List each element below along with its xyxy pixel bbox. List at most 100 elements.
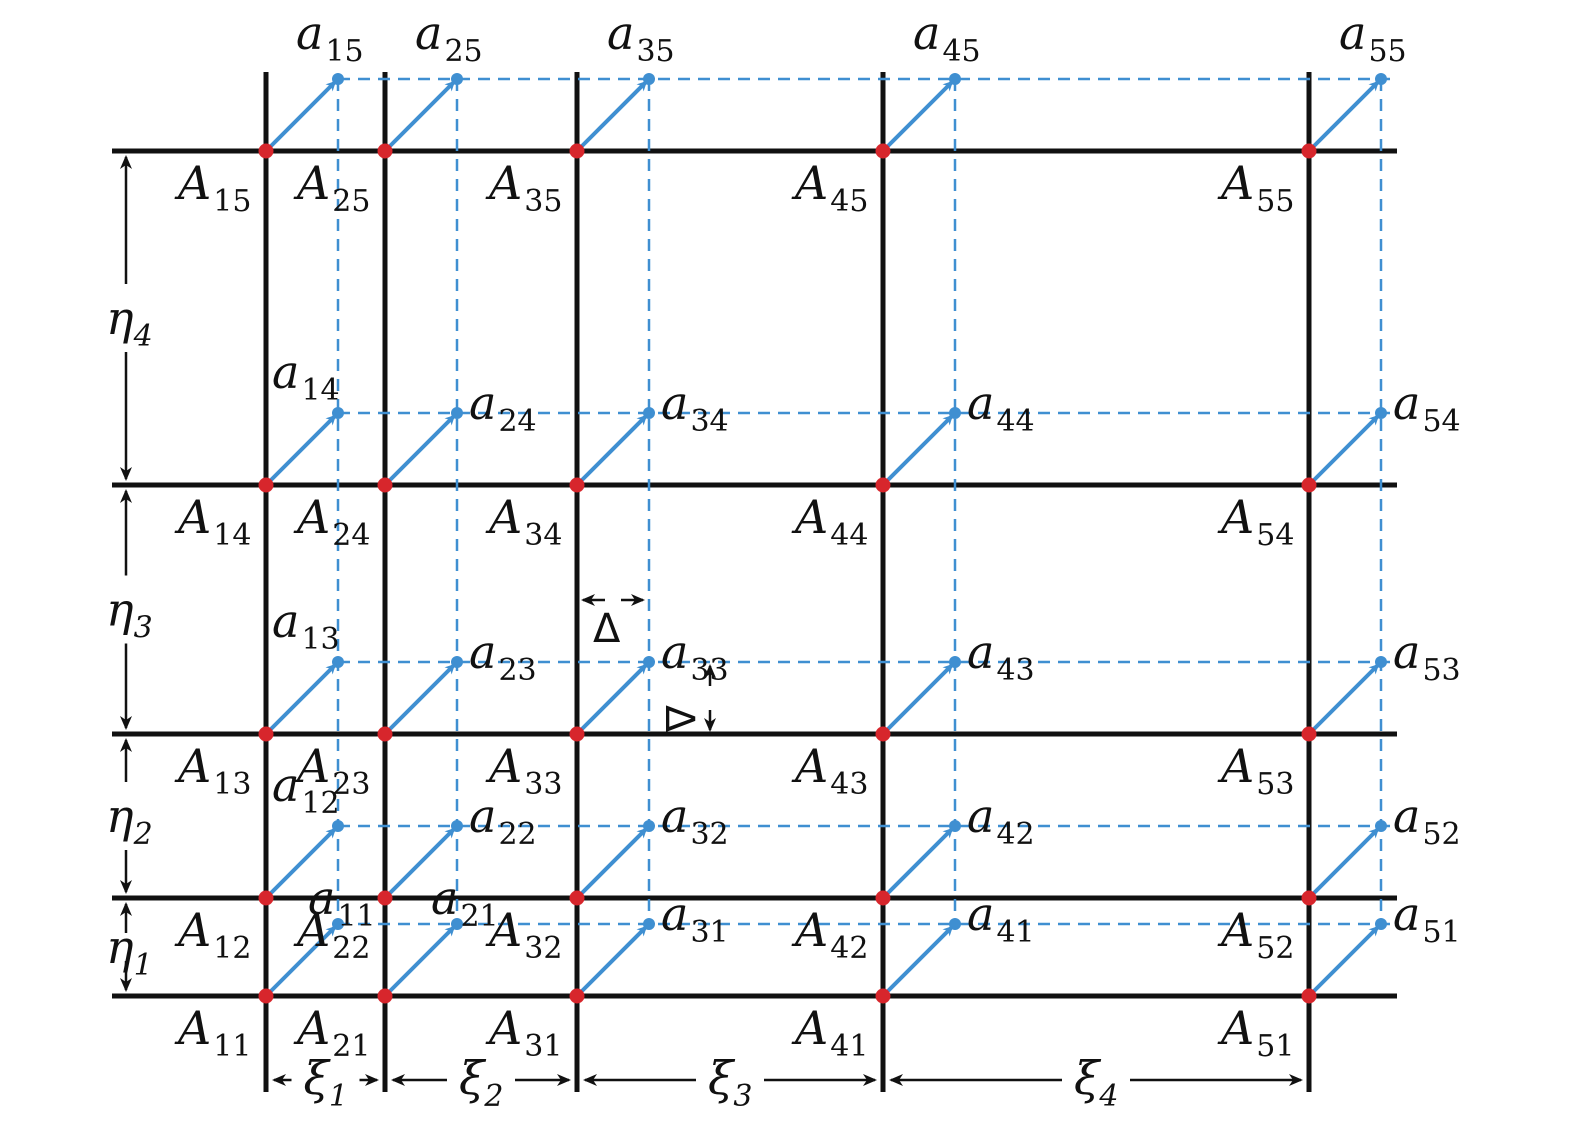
label-lower-32: a32 [661,789,729,852]
label-upper-51: A51 [1217,1001,1294,1064]
offset-markers: ΔΔ [581,594,716,733]
blue-dot-icon [1375,820,1387,832]
red-dot-icon [569,890,585,906]
offset-arrow-55 [1312,80,1380,148]
blue-dot-icon [949,73,961,85]
red-dot-icon [569,726,585,742]
label-upper-55: A55 [1217,156,1294,219]
red-dot-icon [1301,726,1317,742]
offset-arrow-25 [388,80,456,148]
offset-arrow-52 [1312,827,1380,895]
blue-dot-icon [332,656,344,668]
blue-dot-icon [1375,656,1387,668]
blue-dot-icon [643,656,655,668]
grid-nodes [258,73,1387,1004]
offset-arrow-54 [1312,414,1380,482]
offset-arrow-13 [269,663,337,731]
label-lower-55: a55 [1339,6,1407,69]
label-lower-42: a42 [967,789,1035,852]
label-lower-41: a41 [967,887,1035,950]
label-upper-31: A31 [485,1001,562,1064]
blue-dot-icon [949,820,961,832]
label-upper-23: A23 [293,739,370,802]
offset-arrow-45 [886,80,954,148]
label-lower-14: a14 [272,345,340,408]
label-upper-33: A33 [485,739,562,802]
blue-dot-icon [332,918,344,930]
red-dot-icon [377,143,393,159]
offset-arrow-41 [886,925,954,993]
red-dot-icon [1301,890,1317,906]
blue-dot-icon [451,656,463,668]
blue-dot-icon [451,407,463,419]
red-dot-icon [258,890,274,906]
label-upper-15: A15 [174,156,251,219]
offset-arrow-34 [580,414,648,482]
offset-arrow-11 [269,925,337,993]
blue-dot-icon [949,918,961,930]
red-dot-icon [875,143,891,159]
red-dot-icon [258,477,274,493]
label-upper-35: A35 [485,156,562,219]
offset-arrow-14 [269,414,337,482]
label-lower-13: a13 [272,594,340,657]
red-dot-icon [377,726,393,742]
label-upper-43: A43 [791,739,868,802]
red-dot-icon [258,726,274,742]
red-dot-icon [377,988,393,1004]
label-lower-33: a33 [661,625,729,688]
blue-dot-icon [643,407,655,419]
label-lower-35: a35 [607,6,675,69]
offset-arrow-31 [580,925,648,993]
label-lower-54: a54 [1393,376,1461,439]
eta-label-4: η4 [106,291,153,354]
offset-arrow-43 [886,663,954,731]
blue-dot-icon [643,820,655,832]
label-upper-34: A34 [485,490,562,553]
label-lower-51: a51 [1393,887,1461,950]
blue-dot-icon [643,918,655,930]
red-dot-icon [1301,143,1317,159]
xi-label-3: ξ3 [708,1051,752,1114]
label-lower-25: a25 [415,6,483,69]
blue-dot-icon [1375,918,1387,930]
label-lower-22: a22 [469,789,537,852]
offset-arrow-24 [388,414,456,482]
label-upper-21: A21 [293,1001,370,1064]
red-dot-icon [258,143,274,159]
label-upper-12: A12 [174,903,251,966]
label-lower-24: a24 [469,376,537,439]
offset-arrow-23 [388,663,456,731]
label-upper-32: A32 [485,903,562,966]
label-upper-11: A11 [174,1001,251,1064]
blue-dot-icon [1375,407,1387,419]
blue-dot-icon [451,820,463,832]
label-lower-45: a45 [913,6,981,69]
dashed-shifted-grid [336,77,1397,926]
offset-arrow-51 [1312,925,1380,993]
label-lower-15: a15 [296,6,364,69]
label-lower-53: a53 [1393,625,1461,688]
red-dot-icon [1301,477,1317,493]
red-dot-icon [1301,988,1317,1004]
red-dot-icon [569,143,585,159]
label-upper-54: A54 [1217,490,1294,553]
label-upper-44: A44 [791,490,868,553]
blue-dot-icon [332,73,344,85]
xi-label-1: ξ1 [304,1051,348,1114]
label-upper-45: A45 [791,156,868,219]
red-dot-icon [875,988,891,1004]
eta-label-1: η1 [106,920,153,983]
xi-label-4: ξ4 [1074,1051,1118,1114]
offset-arrow-35 [580,80,648,148]
red-dot-icon [377,477,393,493]
offset-arrow-53 [1312,663,1380,731]
label-upper-13: A13 [174,739,251,802]
blue-dot-icon [332,820,344,832]
offset-arrows [269,80,1380,993]
label-lower-31: a31 [661,887,729,950]
eta-label-3: η3 [106,583,153,646]
label-lower-11: a11 [308,871,376,934]
